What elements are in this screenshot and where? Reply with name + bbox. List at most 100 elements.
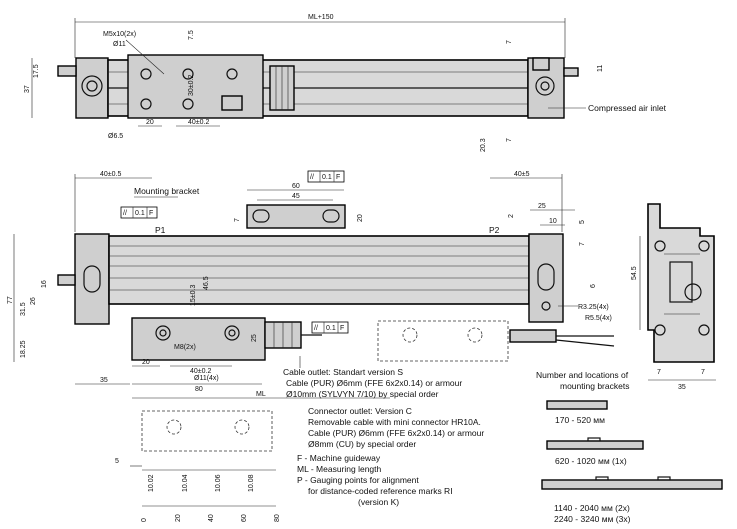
svg-text:0.1: 0.1 [135,210,145,217]
legend-ml: ML - Measuring length [297,464,382,474]
svg-text:2: 2 [508,214,515,218]
svg-text://: // [314,325,318,332]
svg-text:Number and locations of: Number and locations of [536,370,629,380]
mounting-bracket-top [246,204,346,229]
dim-6-5: Ø6.5 [108,133,123,140]
svg-text:10: 10 [549,218,557,225]
label-bore: Ø11 [113,41,126,48]
svg-text:7: 7 [506,138,513,142]
label-p2: P2 [489,225,500,235]
top-view: ML+150 M5x10(2x) Ø11 7.5 7 [24,14,667,152]
svg-text:10.04: 10.04 [182,474,189,492]
svg-text:46.5: 46.5 [203,276,210,290]
glass-scale-section [684,283,702,301]
label-compressed-air-inlet: Compressed air inlet [588,103,667,113]
label-m8: M8(2x) [174,344,196,351]
note-connector-title: Connector outlet: Version C [308,406,412,416]
svg-text:35: 35 [678,384,686,391]
end-block-left [75,57,109,119]
svg-text:mounting brackets: mounting brackets [560,381,629,391]
svg-text:Ø8mm (CU) by special order: Ø8mm (CU) by special order [308,439,416,449]
svg-text:7: 7 [657,369,661,376]
reading-head-front [131,317,266,361]
svg-text:20: 20 [146,119,154,126]
svg-text:170 - 520 мм: 170 - 520 мм [555,415,605,425]
svg-text:7: 7 [579,242,586,246]
bracket-locations: Number and locations of mounting bracket… [536,370,723,524]
svg-text:6: 6 [590,284,597,288]
svg-text:7: 7 [234,218,241,222]
svg-text:20: 20 [142,359,150,366]
svg-text:7.5: 7.5 [188,30,195,40]
svg-text:Ø10mm (SYLVYN 7/10) by special: Ø10mm (SYLVYN 7/10) by special order [286,389,439,399]
label-r3-25: R3.25(4x) [578,304,609,311]
note-cable-title: Cable outlet: Standart version S [283,367,403,377]
scale-body-front [108,235,530,305]
svg-text:35: 35 [100,377,108,384]
svg-text:Cable (PUR) Ø6mm (FFE 6x2x0.14: Cable (PUR) Ø6mm (FFE 6x2x0.14) or armou… [308,428,484,438]
svg-text:25: 25 [251,334,258,342]
air-inlet-fitting [532,57,550,71]
svg-text:17.5: 17.5 [33,64,40,78]
svg-text:20.3: 20.3 [480,138,487,152]
label-bore-11: Ø11(4x) [194,375,219,382]
svg-text://: // [310,174,314,181]
tolerance-frame-left: // 0.1 F [120,206,158,219]
svg-text:31.5: 31.5 [20,302,27,316]
front-view: 40±0.5 40±5 // 0.1 F Mounting bracket 60… [7,170,615,393]
legend-p: P - Gauging points for alignment [297,475,419,485]
legend-f: F - Machine guideway [297,453,381,463]
svg-text:60: 60 [292,183,300,190]
reference-mark-detail: ML 5 10.02 10.04 10.06 10.08 0 20 40 60 … [115,391,390,522]
side-view: 54.5 7 7 35 [631,203,716,391]
svg-text:7: 7 [506,40,513,44]
svg-text:60: 60 [241,514,248,522]
dim-37: 37 [24,85,31,93]
bore-left [81,75,103,97]
svg-text:54.5: 54.5 [631,266,638,280]
svg-text:18.25: 18.25 [20,340,27,358]
svg-text:7: 7 [701,369,705,376]
svg-text:1140 - 2040 мм (2x): 1140 - 2040 мм (2x) [554,503,630,513]
tolerance-frame-top: // 0.1 F [307,170,345,183]
svg-text:F: F [340,325,344,332]
svg-text:20: 20 [175,514,182,522]
ref-code-labels: 10.02 10.04 10.06 10.08 [148,474,255,492]
connector-housing [509,329,557,343]
svg-text:F: F [149,210,153,217]
end-piece-right [528,233,564,323]
label-r5-5: R5.5(4x) [585,315,612,322]
svg-text:F: F [336,174,340,181]
svg-text:for distance-coded reference m: for distance-coded reference marks RI [308,486,453,496]
svg-text:5: 5 [115,458,119,465]
svg-text:26: 26 [30,297,37,305]
svg-text:80: 80 [274,514,281,522]
svg-text:40±5: 40±5 [514,171,530,178]
svg-text:20: 20 [357,214,364,222]
svg-text:10.02: 10.02 [148,474,155,492]
dim-overall: ML+150 [308,14,334,21]
svg-text:620 - 1020 мм (1x): 620 - 1020 мм (1x) [555,456,627,466]
svg-text:40±0.2: 40±0.2 [188,119,209,126]
notes-block: Cable outlet: Standart version S Cable (… [283,356,484,507]
svg-text:5: 5 [579,220,586,224]
svg-text:0.1: 0.1 [326,325,336,332]
svg-text:30±0.2: 30±0.2 [188,75,195,96]
label-mounting-bracket: Mounting bracket [134,186,200,196]
svg-text:40: 40 [208,514,215,522]
svg-text:25: 25 [538,203,546,210]
svg-text:Cable (PUR) Ø6mm (FFE 6x2x0.14: Cable (PUR) Ø6mm (FFE 6x2x0.14) or armou… [286,378,462,388]
ref-reading-head-outline [141,410,273,452]
dim-77: 77 [7,296,14,304]
svg-text:10.06: 10.06 [215,474,222,492]
svg-text://: // [123,210,127,217]
svg-text:80: 80 [195,386,203,393]
end-piece-left [74,233,110,325]
svg-text:Removable cable with mini conn: Removable cable with mini connector HR10… [308,417,481,427]
svg-text:10.08: 10.08 [248,474,255,492]
connector-version-outline [377,320,509,362]
svg-text:2240 - 3240 мм (3x): 2240 - 3240 мм (3x) [554,514,631,524]
svg-text:ML: ML [256,391,266,398]
